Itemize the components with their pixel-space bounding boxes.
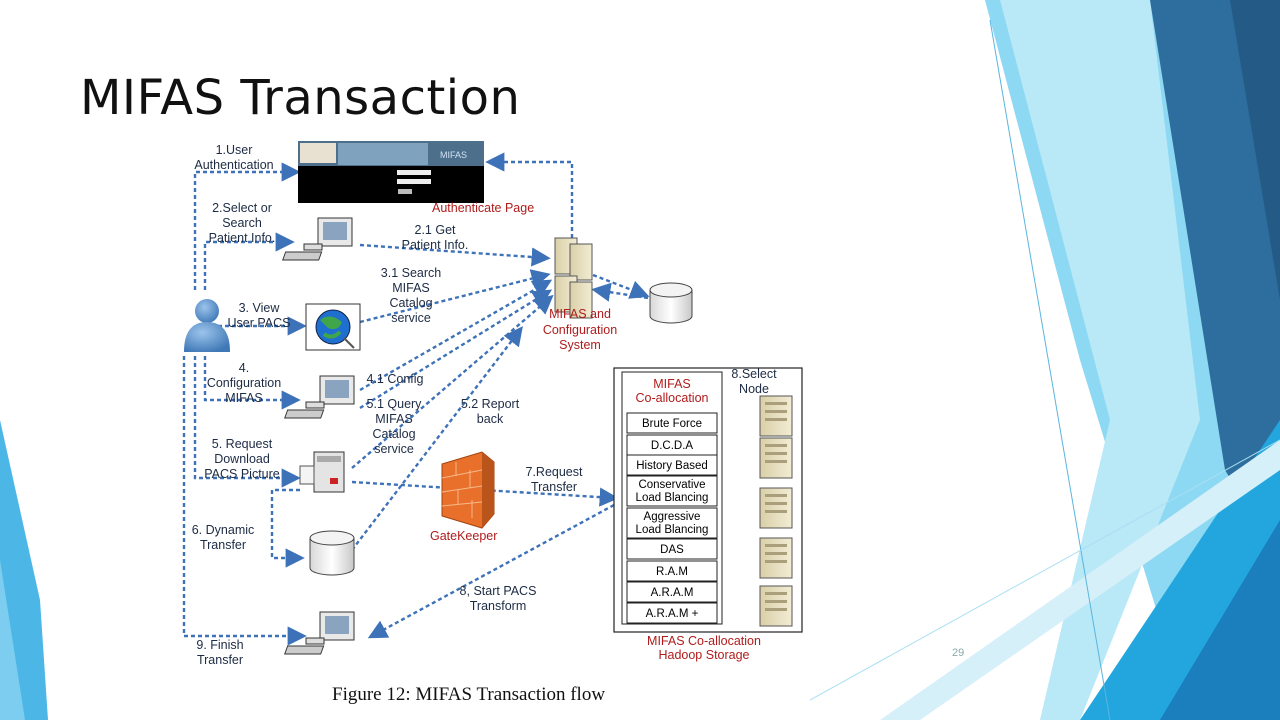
step-label-s1: Authentication <box>194 158 273 172</box>
step-label-s6: Transfer <box>200 538 246 552</box>
svg-text:System: System <box>559 338 601 352</box>
svg-text:Configuration: Configuration <box>543 323 617 337</box>
pacs-request-client-icon <box>299 451 345 493</box>
svg-text:MIFAS and: MIFAS and <box>549 307 611 321</box>
step-label-s21: Patient Info. <box>402 238 469 252</box>
step-label-s31: Catalog <box>389 296 432 310</box>
step-label-s51: service <box>374 442 414 456</box>
step-label-s8: Transform <box>470 599 527 613</box>
step-label-s2: Patient Info. <box>209 231 276 245</box>
storage-node-server-icon <box>759 437 793 479</box>
pacs-viewer-globe-icon <box>305 303 361 351</box>
step-label-s1: 1.User <box>216 143 253 157</box>
computer-icon <box>284 611 355 655</box>
step-label-s2: Search <box>222 216 262 230</box>
step-label-s6: 6. Dynamic <box>192 523 255 537</box>
flow-arrows <box>182 152 752 646</box>
step-label-select-node: Node <box>739 382 769 396</box>
storage-node-server-icon <box>759 585 793 627</box>
strategy-label: D.C.D.A <box>651 440 694 452</box>
strategy-label: A.R.A.M <box>651 587 694 599</box>
strategy-label: Load Blancing <box>636 524 709 536</box>
strategy-label: A.R.A.M + <box>646 608 699 620</box>
coallocation-header: MIFAS Co-allocation <box>636 377 709 405</box>
storage-node-server-icon <box>759 537 793 579</box>
database-icon <box>649 282 693 324</box>
strategy-box <box>626 412 718 434</box>
step-label-s8: 8, Start PACS <box>460 584 537 598</box>
step-label-s5: 5. Request <box>212 437 273 451</box>
strategy-box <box>626 454 718 476</box>
step-label-s52: back <box>477 412 504 426</box>
gatekeeper-firewall-icon <box>441 451 495 529</box>
strategy-box <box>626 538 718 560</box>
step-label-s7: 7.Request <box>526 465 584 479</box>
svg-text:MIFAS: MIFAS <box>653 377 691 391</box>
step-label-s4: MIFAS <box>225 391 263 405</box>
step-label-s9: Transfer <box>197 653 243 667</box>
step-label-s4: 4. <box>239 361 249 375</box>
strategy-box <box>626 475 718 507</box>
step-label-s31: 3.1 Search <box>381 266 442 280</box>
step-label-s3: 3. View <box>239 301 281 315</box>
strategy-label: Aggressive <box>644 511 701 523</box>
authenticate-page-screenshot: MIFAS <box>298 141 484 203</box>
step-label-s4: Configuration <box>207 376 281 390</box>
step-label-s31: service <box>391 311 431 325</box>
page-number: 29 <box>952 647 965 659</box>
strategy-box <box>626 602 718 624</box>
step-label-s41: 4.1 Config <box>367 372 424 386</box>
slide-title: MIFAS Transaction <box>80 70 521 126</box>
authenticate-page-label: Authenticate Page <box>432 201 534 215</box>
storage-node-server-icon <box>759 395 793 437</box>
step-label-s9: 9. Finish <box>196 638 243 652</box>
strategy-label: R.A.M <box>656 566 688 578</box>
step-label-s5: PACS Picture <box>204 467 280 481</box>
figure-caption: Figure 12: MIFAS Transaction flow <box>332 684 606 705</box>
step-label-s51: MIFAS <box>375 412 413 426</box>
strategy-label: Brute Force <box>642 418 702 430</box>
strategy-label: History Based <box>636 460 708 472</box>
strategy-box <box>626 507 718 539</box>
step-label-s51: 5.1 Query <box>367 397 423 411</box>
hadoop-label: MIFAS Co-allocation Hadoop Storage <box>647 634 761 662</box>
strategy-label: DAS <box>660 544 684 556</box>
svg-text:Co-allocation: Co-allocation <box>636 391 709 405</box>
strategy-box <box>626 560 718 582</box>
step-label-s5: Download <box>214 452 270 466</box>
mifas-system-label: MIFAS and Configuration System <box>543 307 617 352</box>
storage-node-server-icon <box>759 487 793 529</box>
step-label-s31: MIFAS <box>392 281 430 295</box>
computer-icon <box>282 217 353 261</box>
step-label-s51: Catalog <box>372 427 415 441</box>
server-cluster-icon <box>554 237 593 319</box>
storage-nodes <box>759 395 793 627</box>
svg-text:Hadoop Storage: Hadoop Storage <box>658 648 749 662</box>
step-label-s3: User PACS <box>228 316 291 330</box>
svg-text:MIFAS Co-allocation: MIFAS Co-allocation <box>647 634 761 648</box>
step-label-select-node: 8.Select <box>731 367 777 381</box>
step-label-s2: 2.Select or <box>212 201 272 215</box>
database-icon <box>309 530 355 576</box>
step-label-s7: Transfer <box>531 480 577 494</box>
step-label-s21: 2.1 Get <box>415 223 457 237</box>
gatekeeper-label: GateKeeper <box>430 529 497 543</box>
strategy-label: Load Blancing <box>636 492 709 504</box>
user-icon <box>184 299 230 352</box>
step-label-s52: 5.2 Report <box>461 397 520 411</box>
computer-icon <box>284 375 355 419</box>
login-logo: MIFAS <box>440 150 467 160</box>
strategy-label: Conservative <box>638 479 705 491</box>
strategy-box <box>626 581 718 603</box>
